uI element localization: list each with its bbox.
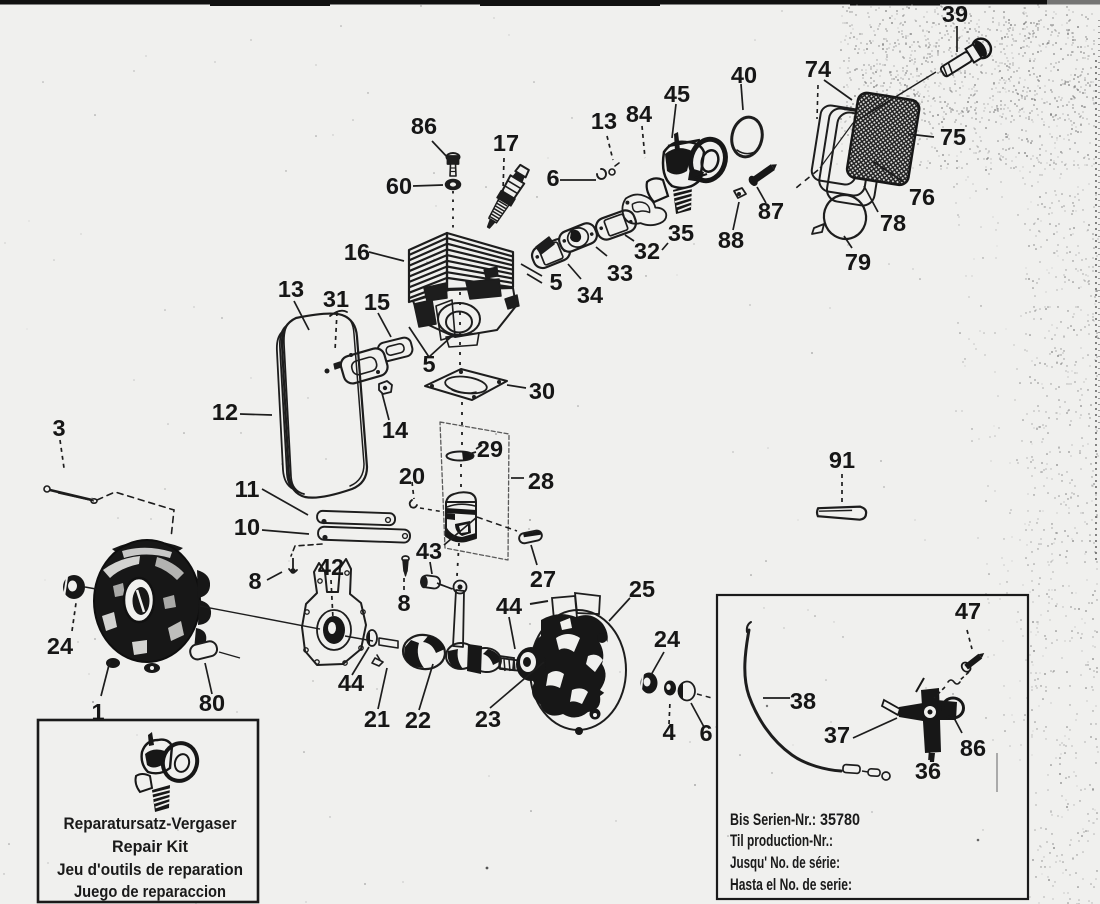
svg-text:8: 8 [397, 590, 410, 616]
svg-text:24: 24 [654, 626, 680, 652]
svg-text:86: 86 [960, 735, 986, 761]
svg-text:87: 87 [758, 198, 784, 224]
svg-text:86: 86 [411, 113, 437, 139]
svg-text:33: 33 [607, 260, 633, 286]
svg-text:30: 30 [529, 378, 555, 404]
svg-text:91: 91 [829, 447, 855, 473]
svg-text:17: 17 [493, 130, 519, 156]
svg-text:76: 76 [909, 184, 935, 210]
svg-text:Jusqu' No. de série:: Jusqu' No. de série: [730, 854, 840, 872]
svg-text:47: 47 [955, 598, 981, 624]
svg-text:15: 15 [364, 289, 390, 315]
svg-text:79: 79 [845, 249, 871, 275]
svg-text:43: 43 [416, 538, 442, 564]
svg-text:74: 74 [805, 56, 831, 82]
svg-text:35: 35 [668, 220, 694, 246]
svg-text:22: 22 [405, 707, 431, 733]
svg-text:23: 23 [475, 706, 501, 732]
svg-text:6: 6 [546, 165, 559, 191]
svg-text:34: 34 [577, 282, 603, 308]
svg-text:13: 13 [591, 108, 617, 134]
svg-text:16: 16 [344, 239, 370, 265]
svg-text:39: 39 [942, 1, 968, 27]
svg-text:25: 25 [629, 576, 655, 602]
svg-text:Juego de reparaccion: Juego de reparaccion [74, 882, 226, 901]
svg-text:Repair Kit: Repair Kit [112, 837, 188, 856]
svg-text:Jeu d'outils de reparation: Jeu d'outils de reparation [57, 860, 243, 879]
svg-text:14: 14 [382, 417, 408, 443]
svg-text:31: 31 [323, 286, 349, 312]
svg-text:12: 12 [212, 399, 238, 425]
svg-text:20: 20 [399, 463, 425, 489]
svg-text:Hasta el No. de serie:: Hasta el No. de serie: [730, 876, 852, 894]
svg-text:10: 10 [234, 514, 260, 540]
svg-text:Til production-Nr.:: Til production-Nr.: [730, 832, 833, 850]
svg-text:78: 78 [880, 210, 906, 236]
svg-text:24: 24 [47, 633, 73, 659]
svg-text:13: 13 [278, 276, 304, 302]
svg-text:60: 60 [386, 173, 412, 199]
svg-text:84: 84 [626, 101, 652, 127]
svg-text:1: 1 [91, 699, 104, 725]
svg-text:5: 5 [422, 351, 435, 377]
svg-text:8: 8 [248, 568, 261, 594]
svg-text:Reparatursatz-Vergaser: Reparatursatz-Vergaser [64, 814, 237, 833]
svg-text:36: 36 [915, 758, 941, 784]
svg-text:44: 44 [338, 670, 364, 696]
svg-text:29: 29 [477, 436, 503, 462]
svg-text:28: 28 [528, 468, 554, 494]
svg-text:80: 80 [199, 690, 225, 716]
svg-text:27: 27 [530, 566, 556, 592]
svg-text:35780: 35780 [820, 810, 860, 829]
svg-text:3: 3 [52, 415, 65, 441]
svg-text:21: 21 [364, 706, 390, 732]
svg-text:40: 40 [731, 62, 757, 88]
svg-text:44: 44 [496, 593, 522, 619]
svg-text:32: 32 [634, 238, 660, 264]
svg-text:11: 11 [235, 476, 260, 502]
svg-text:42: 42 [318, 554, 344, 580]
svg-text:38: 38 [790, 688, 816, 714]
svg-text:6: 6 [699, 720, 712, 746]
svg-text:37: 37 [824, 722, 850, 748]
svg-text:4: 4 [662, 719, 675, 745]
svg-text:5: 5 [549, 269, 562, 295]
svg-text:45: 45 [664, 81, 690, 107]
svg-text:88: 88 [718, 227, 744, 253]
svg-text:Bis Serien-Nr.:: Bis Serien-Nr.: [730, 811, 816, 829]
svg-text:75: 75 [940, 124, 966, 150]
